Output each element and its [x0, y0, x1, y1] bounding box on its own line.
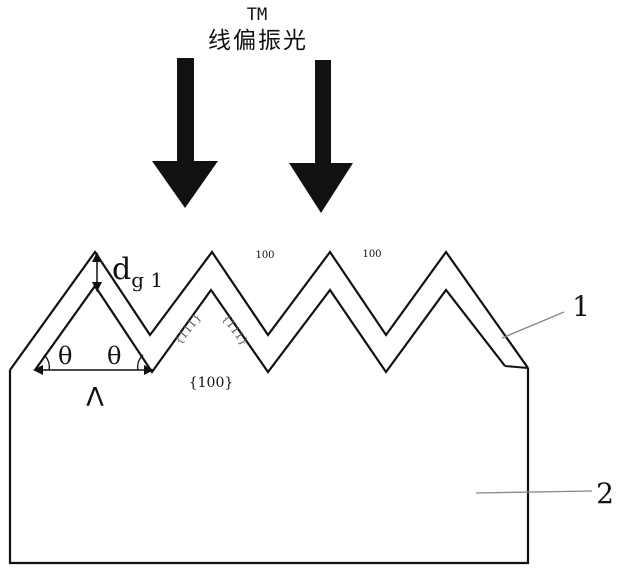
depth-label: dg 1 — [112, 252, 163, 292]
leader-line-1 — [502, 312, 564, 338]
incident-arrow-left — [152, 58, 218, 208]
grating-layer-outer-outline — [10, 252, 528, 370]
facet-notation-left: {111} — [172, 311, 204, 347]
leader-line-2 — [476, 491, 592, 493]
angle-left-label: θ — [58, 342, 72, 370]
part-1-label: 1 — [572, 290, 590, 323]
polarization-label: TM — [247, 5, 267, 25]
part-2-label: 2 — [596, 477, 614, 510]
plane-label-right: 100 — [362, 249, 381, 260]
depth-dimension — [92, 252, 102, 292]
plane-label-left: 100 — [255, 250, 274, 261]
grating-layer-end-cap — [505, 366, 528, 368]
period-dimension — [33, 365, 154, 375]
period-label: Λ — [86, 383, 104, 413]
facet-family-label: {100} — [189, 375, 234, 391]
angle-right-label: θ — [107, 342, 121, 370]
facet-notation-right: {111} — [220, 312, 251, 348]
incident-arrow-right — [289, 60, 353, 213]
light-description: 线偏振光 — [208, 28, 308, 54]
grating-layer-inner-outline — [35, 286, 505, 372]
